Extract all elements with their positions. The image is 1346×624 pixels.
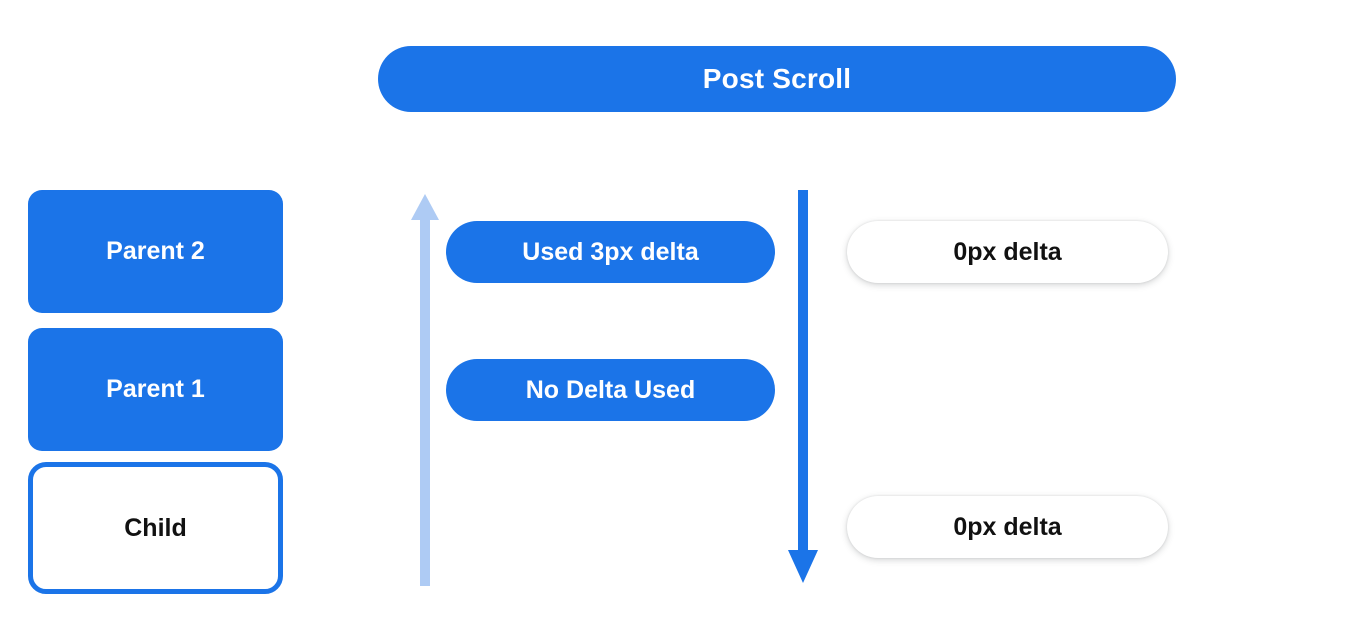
node-label-child: Child	[124, 513, 187, 542]
up-arrow-light-icon	[411, 194, 439, 586]
pill-0px-delta-top: 0px delta	[847, 221, 1168, 283]
node-box-parent-1: Parent 1	[28, 328, 283, 451]
pill-no-delta-used: No Delta Used	[446, 359, 775, 421]
node-box-child: Child	[28, 462, 283, 594]
pill-label-0px-delta-top: 0px delta	[953, 237, 1062, 266]
pill-label-used-3px-delta: Used 3px delta	[522, 237, 699, 266]
header-title: Post Scroll	[702, 63, 852, 94]
node-label-parent-1: Parent 1	[106, 375, 205, 403]
pill-label-no-delta-used: No Delta Used	[525, 375, 696, 404]
pill-label-0px-delta-bottom: 0px delta	[953, 512, 1062, 541]
node-box-parent-2: Parent 2	[28, 190, 283, 313]
down-arrow-dark-icon	[788, 190, 818, 583]
pill-used-3px-delta: Used 3px delta	[446, 221, 775, 283]
pill-0px-delta-bottom: 0px delta	[847, 496, 1168, 558]
header-pill-post-scroll: Post Scroll	[378, 46, 1176, 112]
node-label-parent-2: Parent 2	[106, 237, 205, 265]
